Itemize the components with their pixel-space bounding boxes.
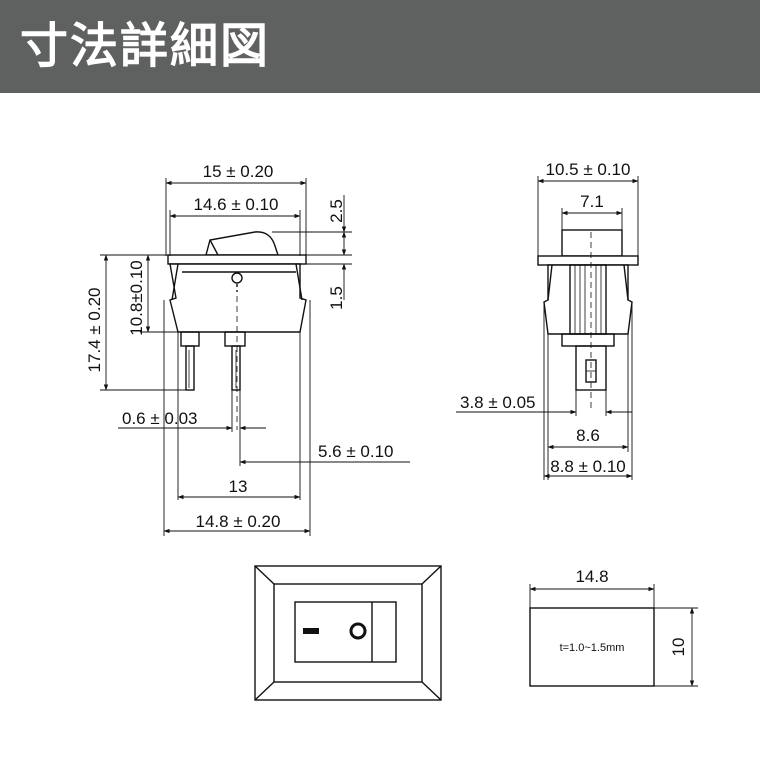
side-view	[537, 229, 639, 410]
switch-face-view	[254, 565, 442, 701]
front-view-labels: 15 ± 0.20 14.6 ± 0.10 2.5 1.5 17.4 ± 0.2…	[85, 162, 394, 531]
side-width-bottom-label: 8.8 ± 0.10	[550, 457, 626, 476]
panel-cutout-view	[529, 607, 655, 687]
side-view-dimensions	[456, 176, 639, 480]
panel-thickness-label: t=1.0~1.5mm	[560, 642, 625, 654]
front-width-inner-label: 14.6 ± 0.10	[194, 195, 279, 214]
pin-offset-label: 5.6 ± 0.10	[318, 442, 394, 461]
front-view-dimensions	[100, 178, 410, 536]
side-view-labels: 10.5 ± 0.10 7.1 3.8 ± 0.05 8.6 8.8 ± 0.1…	[460, 160, 630, 476]
off-symbol-icon	[303, 628, 319, 634]
front-view	[167, 231, 307, 430]
side-body-width-label: 8.6	[576, 426, 600, 445]
terminal-width-label: 3.8 ± 0.05	[460, 393, 536, 412]
header-banner: 寸法詳細図	[0, 0, 760, 93]
front-width-top-label: 15 ± 0.20	[203, 162, 274, 181]
on-symbol-icon	[349, 622, 367, 640]
cutout-width-label: 14.8	[575, 567, 608, 586]
panel-cutout-labels: 14.8 10 t=1.0~1.5mm	[560, 567, 688, 656]
front-width-bottom-label: 14.8 ± 0.20	[196, 512, 281, 531]
front-height-body-label: 10.8±0.10	[127, 260, 146, 336]
side-width-top-label: 10.5 ± 0.10	[546, 160, 631, 179]
cutout-height-label: 10	[669, 638, 688, 657]
rocker-width-label: 7.1	[580, 192, 604, 211]
front-height-total-label: 17.4 ± 0.20	[85, 288, 104, 373]
panel-cutout-dimensions	[529, 584, 698, 687]
pin-thickness-label: 0.6 ± 0.03	[122, 409, 198, 428]
rocker-height-label: 2.5	[327, 199, 346, 223]
flange-height-label: 1.5	[327, 286, 346, 310]
pin-span-label: 13	[229, 477, 248, 496]
page-title: 寸法詳細図	[20, 18, 271, 74]
